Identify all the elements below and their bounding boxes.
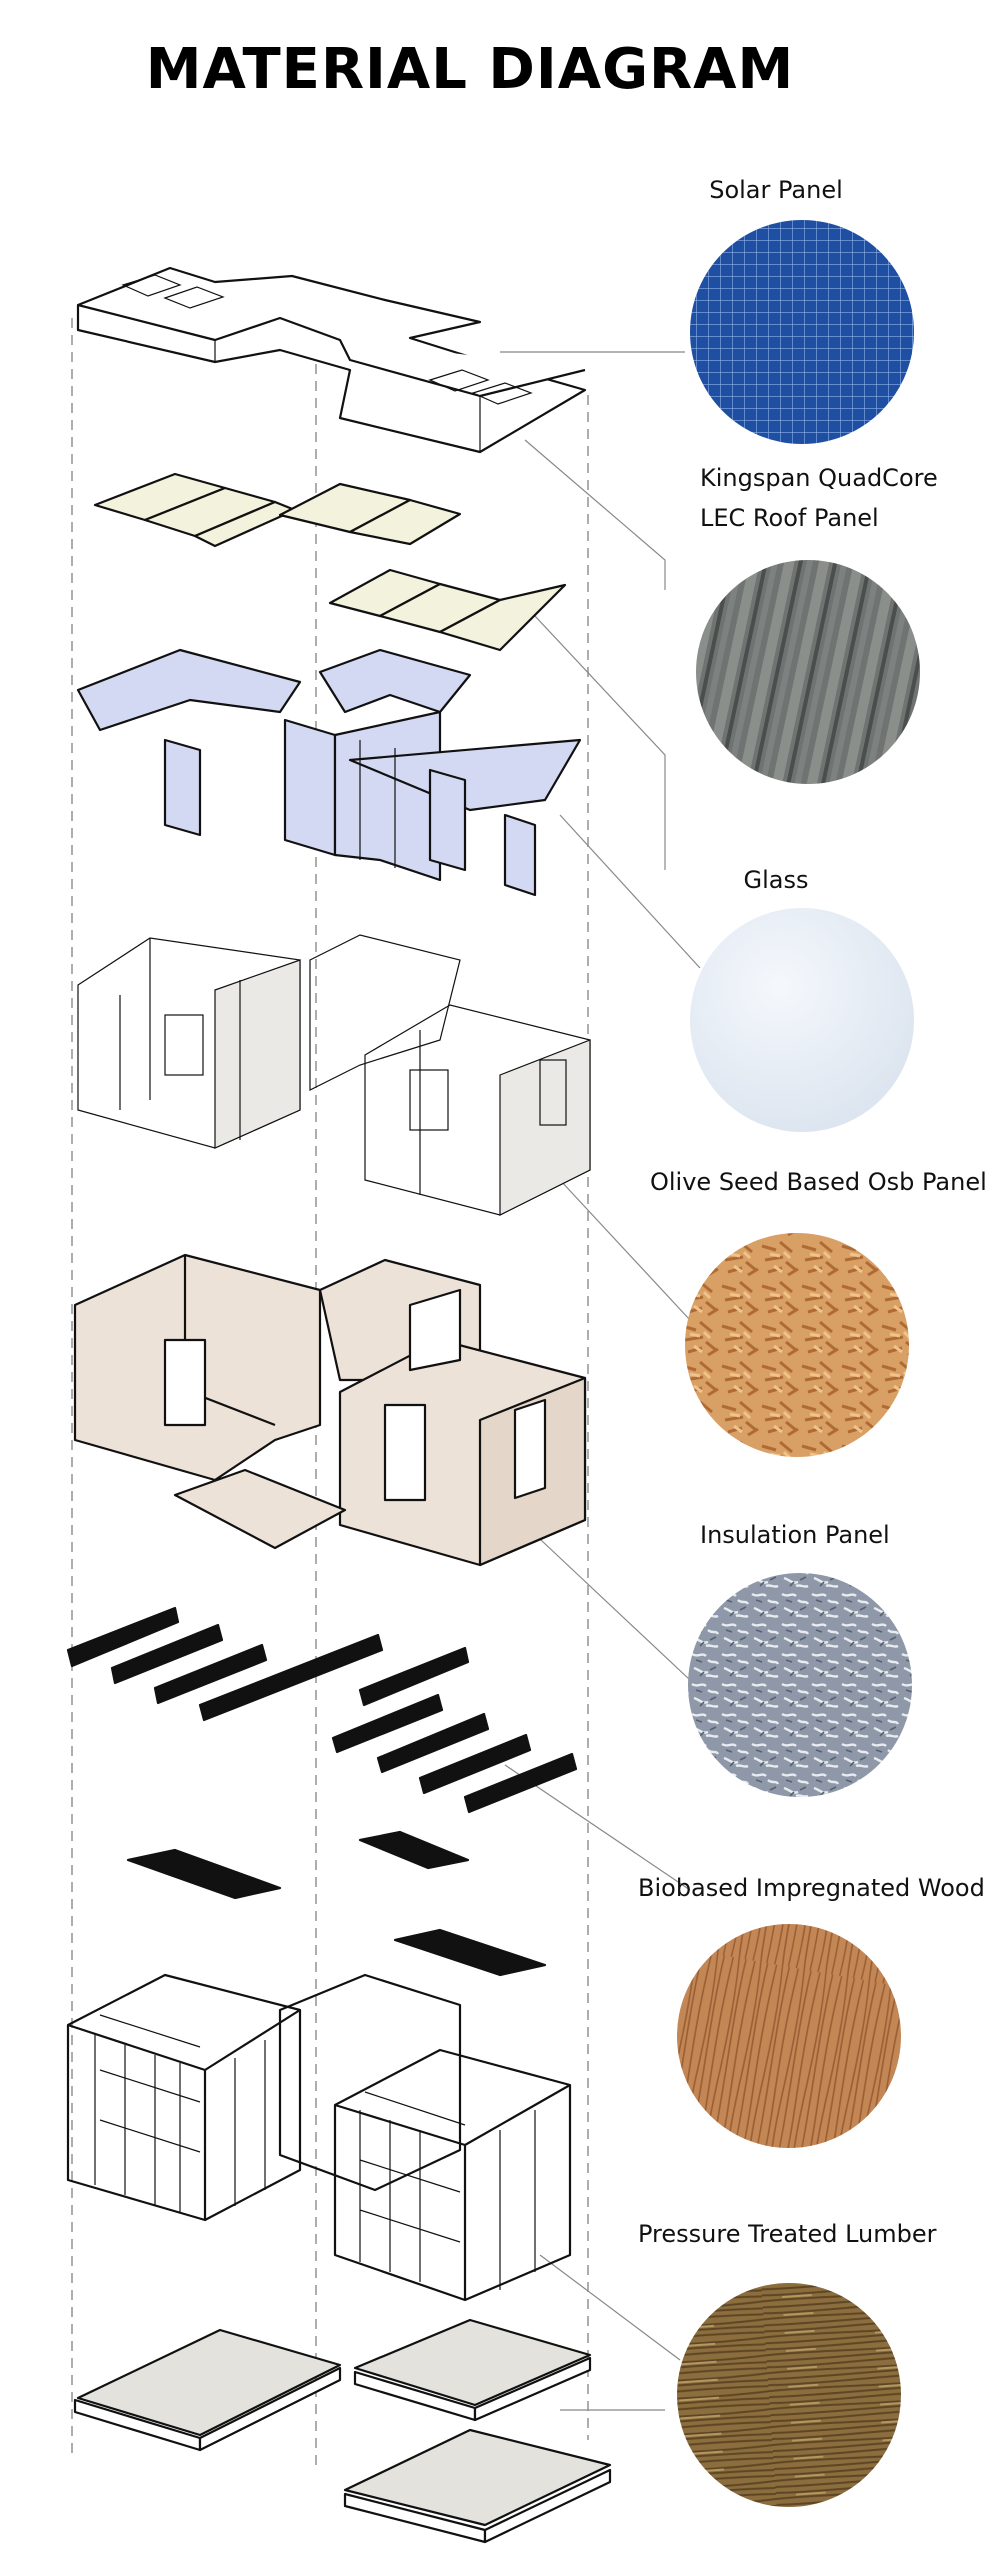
interior-wall-layer	[77, 934, 591, 1216]
label-pressure-treated-lumber: Pressure Treated Lumber	[638, 2220, 937, 2248]
wood-grain-swatch	[677, 1924, 901, 2148]
glass-swatch	[690, 908, 914, 1132]
roof-layer	[76, 266, 587, 454]
roof-panel-swatch	[696, 560, 920, 784]
glass-layer	[76, 648, 582, 897]
solar-panel-roof-1	[121, 274, 225, 309]
material-labels: Solar Panel Kingspan QuadCore LEC Roof P…	[638, 176, 987, 2248]
osb-wall-layer	[73, 1253, 587, 1567]
label-biobased-wood: Biobased Impregnated Wood	[638, 1874, 985, 1902]
label-kingspan-line-2: LEC Roof Panel	[700, 504, 879, 532]
material-swatches	[677, 220, 920, 2507]
timber-frame-layer	[66, 1973, 572, 2302]
solar-panel-roof-2	[428, 369, 533, 405]
insulation-swatch	[688, 1573, 912, 1797]
label-osb-panel: Olive Seed Based Osb Panel	[650, 1168, 987, 1196]
solar-panel-swatch	[690, 220, 914, 444]
osb-swatch	[685, 1233, 909, 1457]
alignment-guides	[71, 318, 589, 2470]
insulation-layer	[66, 1606, 578, 1977]
page-title: MATERIAL DIAGRAM	[146, 37, 794, 102]
lumber-swatch	[677, 2283, 901, 2507]
label-kingspan-line-1: Kingspan QuadCore	[700, 464, 938, 492]
roof-panel-layer	[93, 472, 567, 652]
floor-base-layer	[73, 2318, 612, 2544]
label-insulation-panel: Insulation Panel	[700, 1521, 890, 1549]
leader-lines	[500, 351, 701, 2411]
label-glass: Glass	[744, 866, 809, 894]
label-solar-panel: Solar Panel	[709, 176, 843, 204]
